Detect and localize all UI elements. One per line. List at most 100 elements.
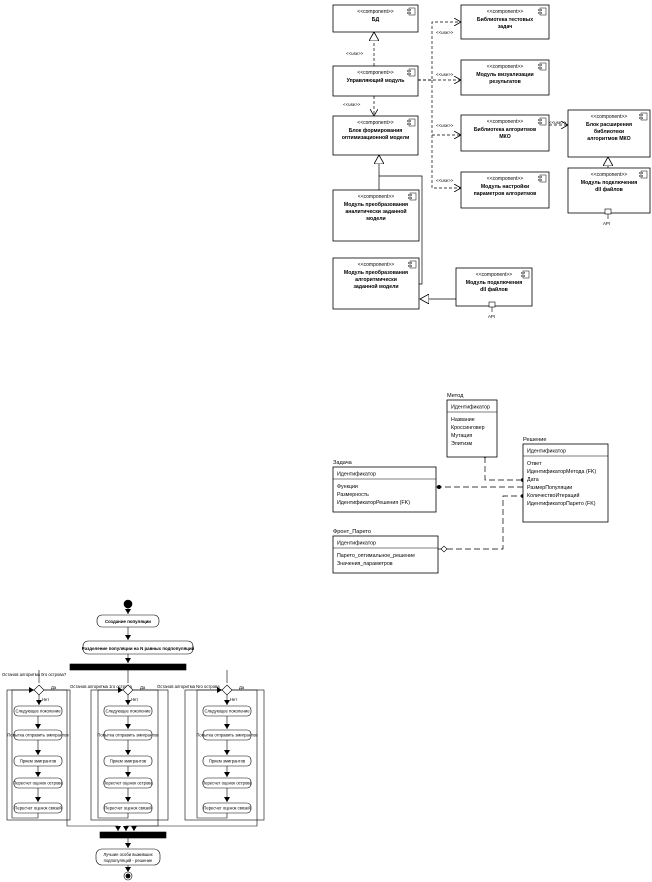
component-name-line: БД	[372, 17, 380, 23]
entity-key: Идентификатор	[337, 541, 376, 547]
component-stereotype: <<component>>	[358, 194, 394, 200]
component-name-line: Модуль преобразования	[344, 201, 408, 208]
use-label-biblmko: <<use>>	[436, 123, 454, 128]
entity-reshenie: РешениеИдентификаторОтветИдентификаторМе…	[522, 437, 609, 523]
component-name-line: МКО	[499, 134, 511, 140]
component-stereotype: <<component>>	[357, 9, 393, 15]
component-name-line: параметров алгоритмов	[474, 191, 537, 197]
component-blok-rassh: <<component>>Блок расширениябиблиотекиал…	[567, 109, 651, 158]
component-name-line: Модуль визуализации	[476, 72, 534, 78]
dep-upravl-modnastr	[431, 135, 461, 188]
use-label-rassh: <<use>>	[549, 120, 567, 125]
use-label-bd: <<use>>	[346, 51, 364, 56]
entity-attr: Значения_параметров	[337, 561, 393, 567]
component-icon	[639, 170, 648, 179]
use-label-bibltest: <<use>>	[436, 30, 454, 35]
act-step-label: Следующее поколение	[105, 709, 151, 714]
api-label-right: API	[603, 221, 610, 226]
component-name-line: библиотеки	[594, 128, 624, 135]
act-best-line1: Лучшие особи выживших	[103, 852, 153, 857]
component-mod-vis: <<component>>Модуль визуализациирезульта…	[460, 59, 550, 96]
component-icon	[639, 112, 648, 121]
component-icon	[407, 7, 416, 16]
gen-analit-blok	[378, 175, 423, 285]
act-step-label: Пересчет оценок острова	[13, 781, 63, 786]
act-step-label: Пересчет оценок острова	[103, 781, 153, 786]
component-name-line: dll файлов	[480, 286, 508, 293]
act-step-label: Пересчет оценок связей	[104, 806, 152, 811]
entity-attr: ИдентификаторРешения (FK)	[337, 500, 410, 506]
component-stereotype: <<component>>	[487, 176, 523, 182]
component-icon	[408, 260, 417, 269]
entity-attr: Элитизм	[451, 441, 472, 447]
entity-zadacha: ЗадачаИдентификаторФункцииРазмерностьИде…	[332, 460, 437, 513]
component-icon	[538, 62, 547, 71]
er-relations	[436, 457, 523, 550]
entities: МетодИдентификаторНазваниеКроссинговерМу…	[332, 393, 609, 574]
component-mod-analit: <<component>>Модуль преобразованияаналит…	[332, 189, 420, 242]
join-bar	[99, 831, 167, 839]
start-node	[123, 599, 133, 609]
entity-key: Идентификатор	[451, 405, 490, 411]
component-name-line: Библиотека алгоритмов	[474, 126, 536, 133]
entity-attr: ИдентификаторПарето (FK)	[527, 501, 596, 507]
rel-front-reshenie	[438, 495, 523, 550]
yes-label: Да	[51, 685, 57, 690]
use-label-blok: <<use>>	[343, 102, 361, 107]
act-step-label: Прием эмигрантов	[110, 759, 147, 764]
rel-metod-reshenie	[484, 457, 523, 481]
no-label: Нет	[131, 697, 138, 702]
component-name-line: Библиотека тестовых	[477, 16, 533, 23]
component-stereotype: <<component>>	[476, 272, 512, 278]
component-bd: <<component>> БД	[332, 4, 419, 33]
stop-q-n: Останов алгоритма Nго острова	[157, 684, 220, 689]
entity-attr: Мутация	[451, 433, 472, 439]
component-name-line: аналитически заданной	[345, 208, 406, 215]
component-name-line: Модуль подключения	[466, 280, 522, 286]
component-stereotype: <<component>>	[487, 9, 523, 15]
yes-label: Да	[140, 685, 146, 690]
use-label-modnastr: <<use>>	[436, 178, 454, 183]
component-blok-form: <<component>>Блок формированияоптимизаци…	[332, 115, 419, 156]
entity-front: Фронт_ПаретоИдентификаторПарето_оптималь…	[332, 529, 439, 574]
component-icon	[521, 270, 530, 279]
entity-attr: Парето_оптимальное_решение	[337, 553, 415, 559]
entity-key: Идентификатор	[527, 449, 566, 455]
component-name-line: результатов	[489, 79, 521, 85]
no-label: Нет	[230, 697, 237, 702]
entity-attr: Дата	[527, 477, 539, 483]
entity-metod: МетодИдентификаторНазваниеКроссинговерМу…	[446, 393, 498, 458]
entity-name: Задача	[333, 460, 353, 466]
activity-diagram: Создание популяции Разделение популяции …	[2, 599, 265, 881]
entity-attr: Название	[451, 417, 475, 423]
component-name-line: Управляющий модуль	[347, 77, 405, 84]
component-name-line: dll файлов	[595, 186, 623, 193]
act-create-pop-label: Создание популяции	[105, 619, 151, 624]
api-label-bottom: API	[488, 314, 495, 319]
component-name-line: заданной модели	[353, 283, 398, 290]
entity-attr: РазмерПопуляции	[527, 485, 572, 491]
component-name-line: Модуль настройки	[481, 183, 529, 190]
component-name-line: оптимизационной модели	[342, 134, 410, 141]
component-icon	[538, 117, 547, 126]
rel-end-dot	[437, 485, 441, 489]
act-step-label: Пересчет оценок острова	[202, 781, 252, 786]
stop-q-1: Останов алгоритма 1го острова	[70, 684, 133, 689]
yes-label: Да	[239, 685, 245, 690]
entity-key: Идентификатор	[337, 472, 376, 478]
act-step-label: Прием эмигрантов	[20, 759, 57, 764]
component-icon	[407, 68, 416, 77]
entity-attr: Кроссинговер	[451, 425, 485, 431]
component-mod-algor: <<component>>Модуль преобразованияалгори…	[332, 257, 420, 310]
decision-diamond	[33, 684, 45, 696]
decision-diamond	[221, 684, 233, 696]
component-icon	[538, 174, 547, 183]
act-step-label: Следующее поколение	[204, 709, 250, 714]
component-stereotype: <<component>>	[358, 262, 394, 268]
api-right: API	[603, 208, 612, 226]
component-diagram: <<use>> <<use>> <<use>> <<use>> <<use>> …	[332, 4, 651, 319]
